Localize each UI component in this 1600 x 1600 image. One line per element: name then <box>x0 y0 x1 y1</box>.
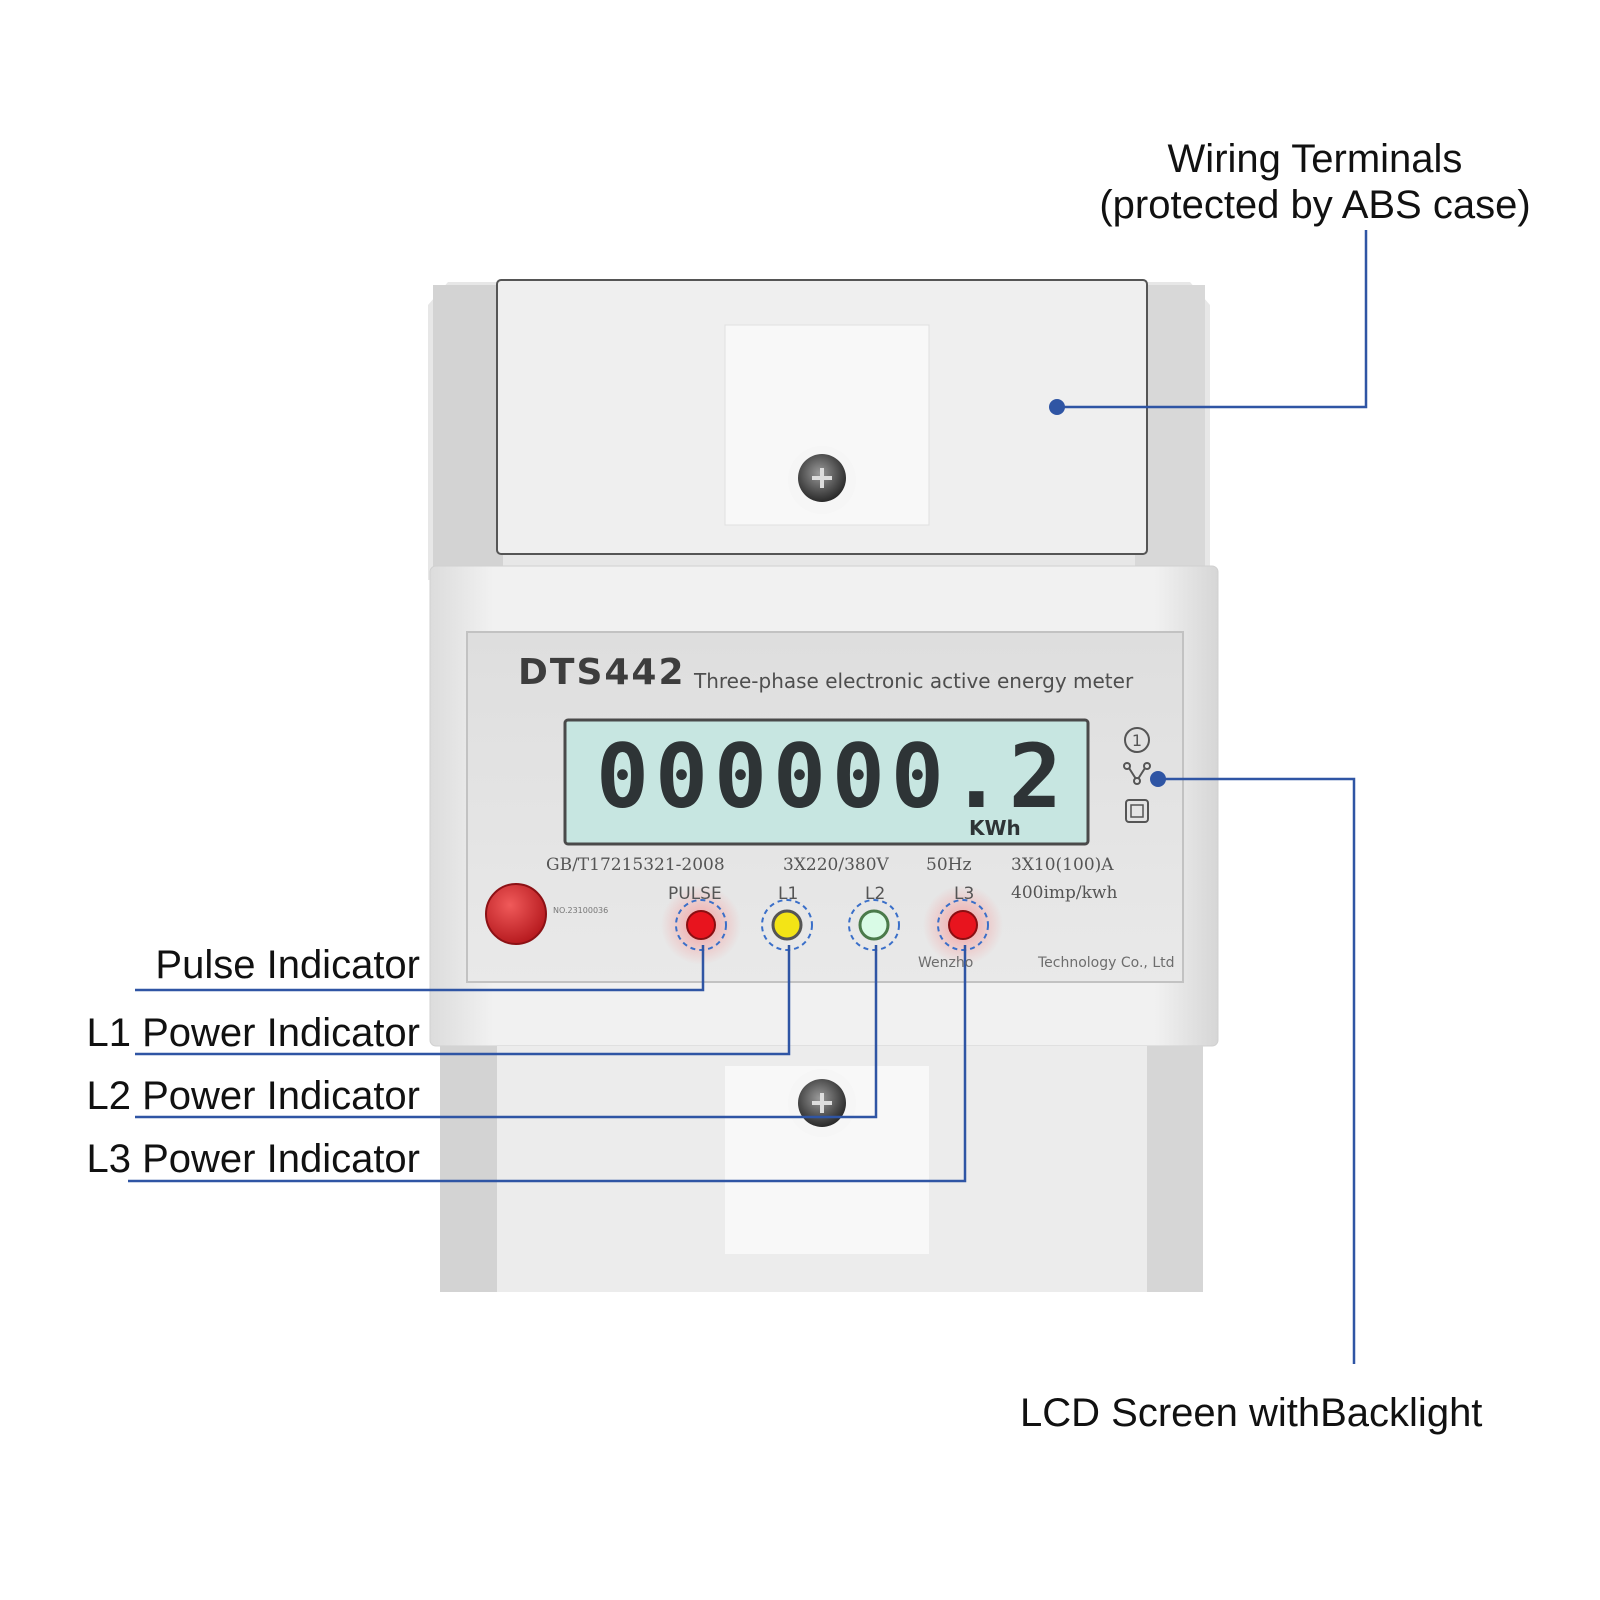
l2-led <box>848 899 900 951</box>
manufacturer-left: Wenzho <box>918 955 974 971</box>
l3-led <box>923 885 1003 965</box>
callout-dot <box>1150 771 1166 787</box>
model-name: DTS442 <box>518 652 686 693</box>
lcd-reading: 000000.2 <box>596 725 1068 828</box>
top-terminal-cover <box>428 279 1210 580</box>
square-icon <box>1125 799 1149 823</box>
current-text: 3X10(100)A <box>1011 855 1114 875</box>
wiring-terminals-title: Wiring Terminals <box>1167 137 1463 181</box>
callout-lines <box>128 230 1368 1364</box>
lcd-screen <box>563 718 1090 846</box>
constant-text: 400imp/kwh <box>1011 883 1118 903</box>
l3-indicator-label: L3 Power Indicator <box>86 1137 420 1181</box>
frequency-text: 50Hz <box>926 855 972 875</box>
screw-icon <box>788 1069 856 1137</box>
wiring-terminals-label: Wiring Terminals (protected by ABS case) <box>1080 136 1550 228</box>
serial-number: NO.23100036 <box>553 906 609 915</box>
bottom-terminal-cover <box>440 1046 1203 1292</box>
lcd-unit: KWh <box>969 816 1021 840</box>
network-icon <box>1123 762 1151 785</box>
l2-led-label: L2 <box>865 884 886 904</box>
screw-icon <box>788 446 856 514</box>
wiring-terminals-subtitle: (protected by ABS case) <box>1099 183 1531 227</box>
number-one-icon: 1 <box>1124 727 1150 753</box>
meter-description: Three-phase electronic active energy met… <box>694 669 1134 693</box>
pulse-led <box>661 885 741 965</box>
standard-text: GB/T17215321-2008 <box>546 855 725 875</box>
l2-indicator-label: L2 Power Indicator <box>86 1074 420 1118</box>
pulse-indicator-label: Pulse Indicator <box>155 943 420 987</box>
manufacturer-right: Technology Co., Ltd <box>1038 955 1175 971</box>
voltage-text: 3X220/380V <box>783 855 889 875</box>
l1-led-label: L1 <box>778 884 799 904</box>
l3-led-label: L3 <box>954 884 975 904</box>
callout-dot <box>1049 399 1065 415</box>
svg-text:1: 1 <box>1132 731 1142 750</box>
l1-indicator-label: L1 Power Indicator <box>86 1011 420 1055</box>
l1-led <box>761 899 813 951</box>
pulse-led-label: PULSE <box>668 884 722 904</box>
lcd-screen-label: LCD Screen withBacklight <box>1020 1391 1483 1435</box>
red-button[interactable] <box>485 883 547 945</box>
